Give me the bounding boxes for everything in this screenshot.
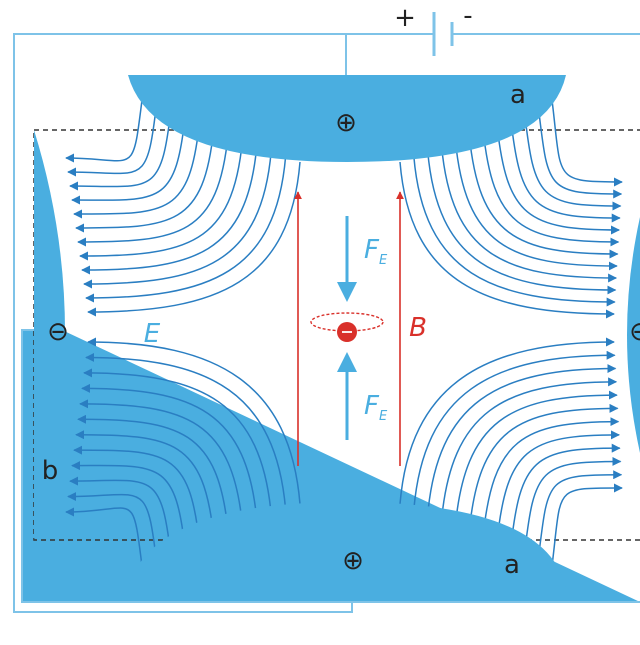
force-label-bottom: FE bbox=[364, 391, 388, 424]
field-line-2 bbox=[551, 99, 623, 187]
field-line-38 bbox=[426, 150, 617, 295]
force-label-top: FE bbox=[364, 235, 388, 268]
field-line-19 bbox=[495, 430, 620, 544]
field-line-45 bbox=[87, 337, 301, 505]
left-electrode bbox=[34, 130, 65, 540]
magnetic-field-lines bbox=[294, 191, 404, 466]
electric-field-label: E bbox=[144, 319, 161, 349]
field-line-4 bbox=[67, 105, 158, 177]
field-line-33 bbox=[81, 383, 258, 521]
field-line-13 bbox=[71, 461, 186, 550]
battery: + - bbox=[394, 1, 473, 56]
field-line-47 bbox=[399, 337, 615, 505]
magnetic-field-label: B bbox=[409, 313, 427, 343]
top-electrode-sign: ⊕ bbox=[335, 108, 357, 138]
field-line-15 bbox=[509, 443, 621, 550]
field-line-41 bbox=[85, 352, 287, 510]
field-line-43 bbox=[413, 350, 616, 510]
field-line-28 bbox=[79, 139, 244, 261]
force-label-top-sub: E bbox=[379, 253, 388, 268]
field-line-39 bbox=[426, 364, 617, 516]
field-line-3 bbox=[551, 483, 623, 567]
field-line-40 bbox=[85, 156, 287, 303]
bottom-electrode-sign: ⊕ bbox=[342, 546, 364, 576]
field-line-32 bbox=[81, 145, 258, 275]
right-electrode-sign: ⊖ bbox=[629, 317, 640, 347]
field-line-10 bbox=[523, 111, 622, 211]
field-line-21 bbox=[75, 430, 215, 538]
field-line-17 bbox=[73, 445, 201, 544]
field-line-30 bbox=[454, 139, 618, 271]
field-line-1 bbox=[65, 507, 143, 567]
field-line-5 bbox=[67, 492, 158, 561]
force-label-bottom-sub: E bbox=[379, 409, 388, 424]
field-line-8 bbox=[69, 111, 172, 191]
field-line-24 bbox=[77, 133, 229, 247]
right-electrode bbox=[627, 217, 640, 453]
field-line-34 bbox=[440, 145, 618, 283]
field-line-0 bbox=[65, 99, 143, 163]
field-line-26 bbox=[468, 133, 619, 259]
field-line-6 bbox=[537, 105, 623, 199]
field-line-12 bbox=[71, 116, 186, 205]
force-arrows bbox=[337, 216, 357, 440]
field-line-46 bbox=[399, 161, 615, 319]
particle-orbit bbox=[310, 312, 384, 332]
left-electrode-label: b bbox=[42, 456, 59, 486]
force-arrow-down-icon bbox=[337, 282, 357, 302]
field-line-42 bbox=[413, 156, 616, 307]
field-line-25 bbox=[77, 414, 229, 533]
force-label-top-main: F bbox=[364, 235, 380, 265]
field-line-11 bbox=[523, 456, 622, 555]
field-labels: E B FE FE bbox=[144, 235, 427, 424]
force-arrow-up-icon bbox=[337, 352, 357, 372]
field-line-37 bbox=[83, 368, 273, 516]
field-line-31 bbox=[454, 390, 618, 527]
field-line-23 bbox=[482, 417, 620, 538]
battery-minus-sign: - bbox=[463, 1, 472, 31]
field-line-16 bbox=[73, 122, 201, 219]
electrodes bbox=[34, 75, 640, 588]
field-line-9 bbox=[69, 476, 172, 555]
field-line-14 bbox=[509, 116, 621, 223]
field-line-36 bbox=[83, 150, 273, 289]
bottom-electrode bbox=[128, 502, 566, 588]
top-electrode-label: a bbox=[510, 80, 526, 110]
force-label-bottom-main: F bbox=[364, 391, 380, 421]
electrode-symbols: ⊕ a ⊕ a ⊖ b ⊖ bbox=[42, 80, 640, 580]
field-line-18 bbox=[495, 122, 620, 235]
field-line-7 bbox=[537, 470, 623, 561]
charged-particle bbox=[310, 312, 384, 342]
field-line-35 bbox=[440, 377, 618, 521]
wire-top-left bbox=[13, 33, 353, 613]
field-line-22 bbox=[482, 128, 620, 247]
electric-field-lines bbox=[65, 99, 623, 567]
left-electrode-sign: ⊖ bbox=[47, 317, 69, 347]
top-electrode bbox=[128, 75, 566, 162]
battery-plus-sign: + bbox=[394, 3, 416, 33]
field-line-29 bbox=[79, 399, 244, 527]
field-line-44 bbox=[87, 161, 301, 317]
field-line-20 bbox=[75, 128, 215, 233]
bottom-electrode-label: a bbox=[504, 550, 520, 580]
field-line-27 bbox=[468, 403, 619, 533]
